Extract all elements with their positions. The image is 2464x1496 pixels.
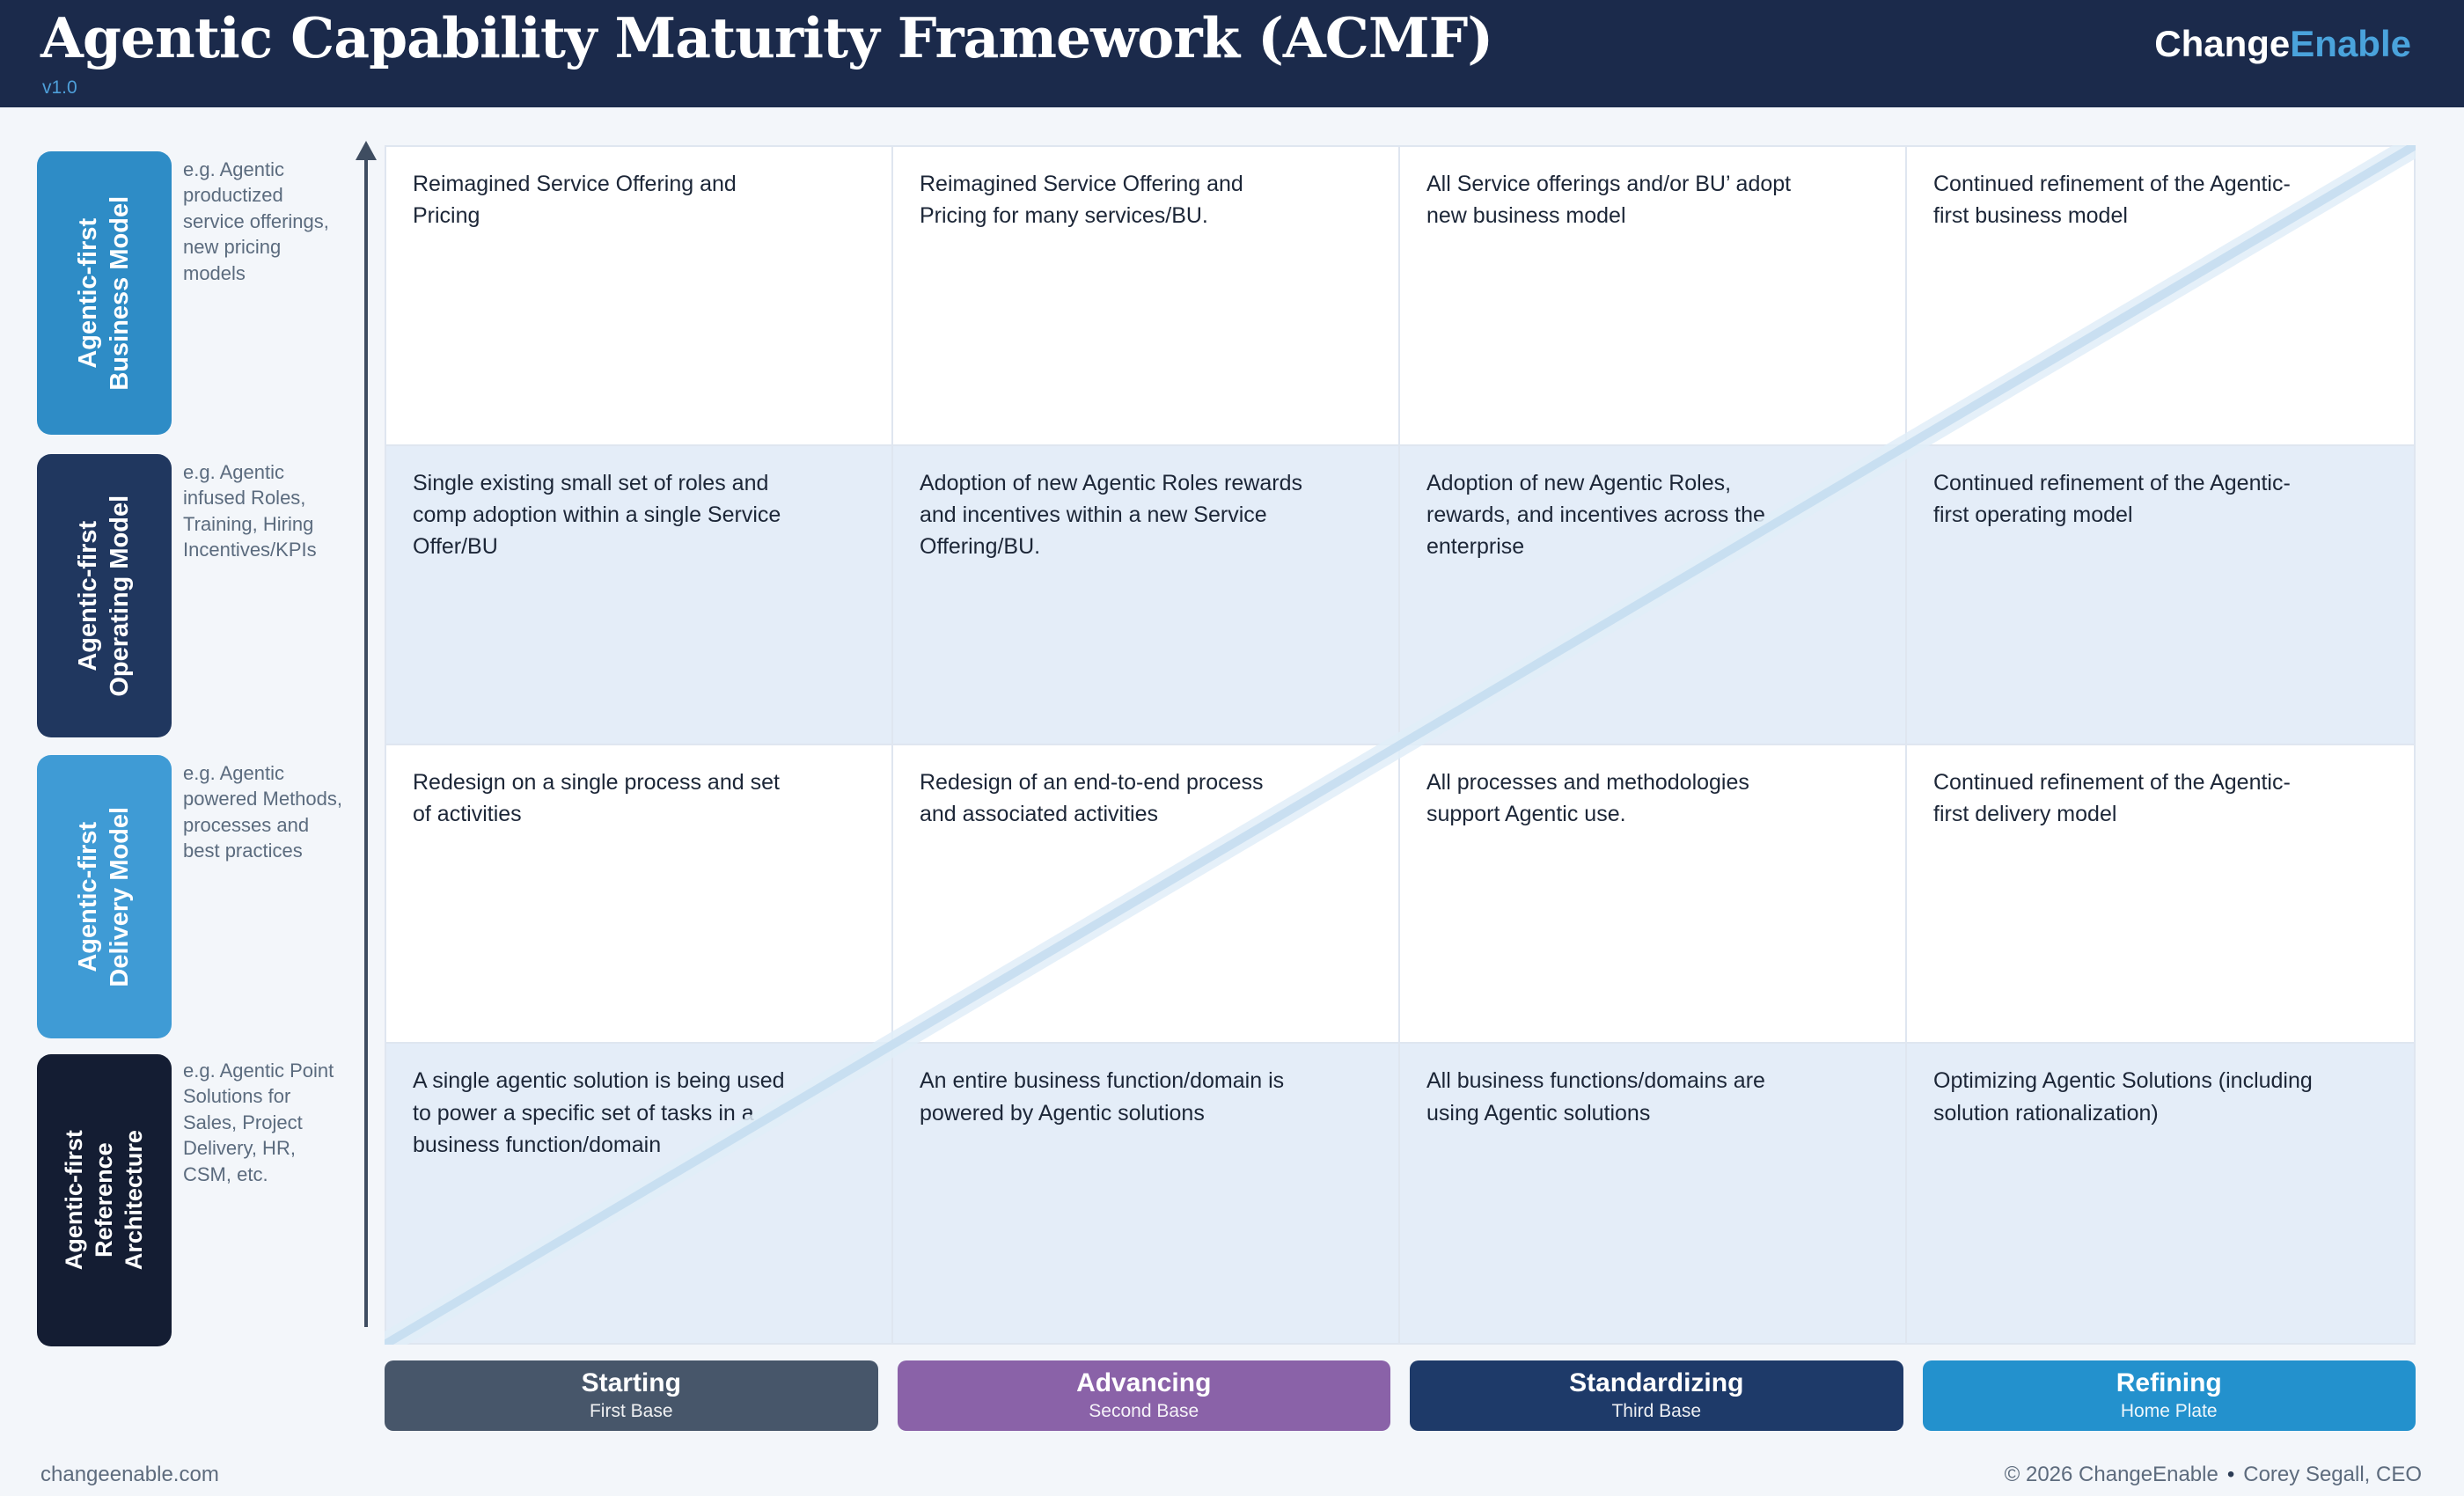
matrix-cell: Single existing small set of roles and c… xyxy=(386,445,893,745)
stage-title: Refining xyxy=(2116,1368,2222,1398)
row-example: e.g. Agentic powered Methods, processes … xyxy=(183,762,342,862)
matrix-cell: Adoption of new Agentic Roles, rewards, … xyxy=(1400,445,1907,745)
row-example: e.g. Agentic productized service offerin… xyxy=(183,158,329,284)
matrix-cell: All processes and methodologies support … xyxy=(1400,744,1907,1045)
brand-logo-first: Change xyxy=(2154,23,2291,64)
matrix-cell: All Service offerings and/or BU’ adopt n… xyxy=(1400,147,1907,446)
matrix-cell: All business functions/domains are using… xyxy=(1400,1044,1907,1343)
page-title: Agentic Capability Maturity Framework (A… xyxy=(40,5,1493,70)
row-label-text: Agentic-first Operating Model xyxy=(74,495,135,697)
stage-title: Advancing xyxy=(1076,1368,1212,1398)
footer-separator: • xyxy=(2226,1463,2235,1486)
matrix-cell: Redesign on a single process and set of … xyxy=(386,744,893,1045)
header-bar: Agentic Capability Maturity Framework (A… xyxy=(0,0,2464,107)
matrix-cell: Reimagined Service Offering and Pricing … xyxy=(893,147,1400,446)
matrix-cell: Continued refinement of the Agentic-firs… xyxy=(1907,147,2414,446)
row-label-text: Agentic-first Delivery Model xyxy=(74,806,135,987)
y-axis-line xyxy=(364,157,368,1327)
stage-title: Starting xyxy=(581,1368,681,1398)
footer-author: Corey Segall, CEO xyxy=(2243,1463,2422,1486)
matrix-cell: Reimagined Service Offering and Pricing xyxy=(386,147,893,446)
brand-logo-second: Enable xyxy=(2290,23,2411,64)
footer-website: changeenable.com xyxy=(40,1463,219,1486)
row-label-reference-architecture: Agentic-first Reference Architecture xyxy=(37,1054,172,1346)
matrix-cell: Adoption of new Agentic Roles rewards an… xyxy=(893,445,1400,745)
stage-standardizing: Standardizing Third Base xyxy=(1410,1360,1903,1431)
stage-subtitle: Third Base xyxy=(1611,1401,1702,1422)
footer-credits: © 2026 ChangeEnable • Corey Segall, CEO xyxy=(2005,1463,2422,1487)
row-label-delivery-model: Agentic-first Delivery Model xyxy=(37,755,172,1038)
matrix-cell: An entire business function/domain is po… xyxy=(893,1044,1400,1343)
row-example: e.g. Agentic infused Roles, Training, Hi… xyxy=(183,461,317,561)
stage-subtitle: First Base xyxy=(589,1401,673,1422)
maturity-matrix: Reimagined Service Offering and Pricing … xyxy=(385,145,2416,1345)
matrix-cell: Continued refinement of the Agentic-firs… xyxy=(1907,744,2414,1045)
row-example: e.g. Agentic Point Solutions for Sales, … xyxy=(183,1060,334,1185)
matrix-cell: A single agentic solution is being used … xyxy=(386,1044,893,1343)
stage-subtitle: Home Plate xyxy=(2120,1401,2218,1422)
row-label-text: Agentic-first Business Model xyxy=(74,195,135,391)
stage-subtitle: Second Base xyxy=(1089,1401,1199,1422)
matrix-cell: Optimizing Agentic Solutions (including … xyxy=(1907,1044,2414,1343)
row-label-text: Agentic-first Reference Architecture xyxy=(60,1130,147,1271)
version-label: v1.0 xyxy=(42,77,77,98)
row-label-business-model: Agentic-first Business Model xyxy=(37,151,172,435)
matrix-cell: Redesign of an end-to-end process and as… xyxy=(893,744,1400,1045)
footer-copyright: © 2026 ChangeEnable xyxy=(2004,1463,2218,1486)
matrix-cell: Continued refinement of the Agentic-firs… xyxy=(1907,445,2414,745)
stage-advancing: Advancing Second Base xyxy=(897,1360,1390,1431)
row-label-operating-model: Agentic-first Operating Model xyxy=(37,454,172,737)
maturity-stages: Starting First Base Advancing Second Bas… xyxy=(385,1360,2416,1431)
stage-refining: Refining Home Plate xyxy=(1922,1360,2416,1431)
y-axis-arrowhead-icon xyxy=(356,141,377,160)
brand-logo: ChangeEnable xyxy=(2154,23,2411,65)
stage-title: Standardizing xyxy=(1569,1368,1744,1398)
stage-starting: Starting First Base xyxy=(385,1360,878,1431)
